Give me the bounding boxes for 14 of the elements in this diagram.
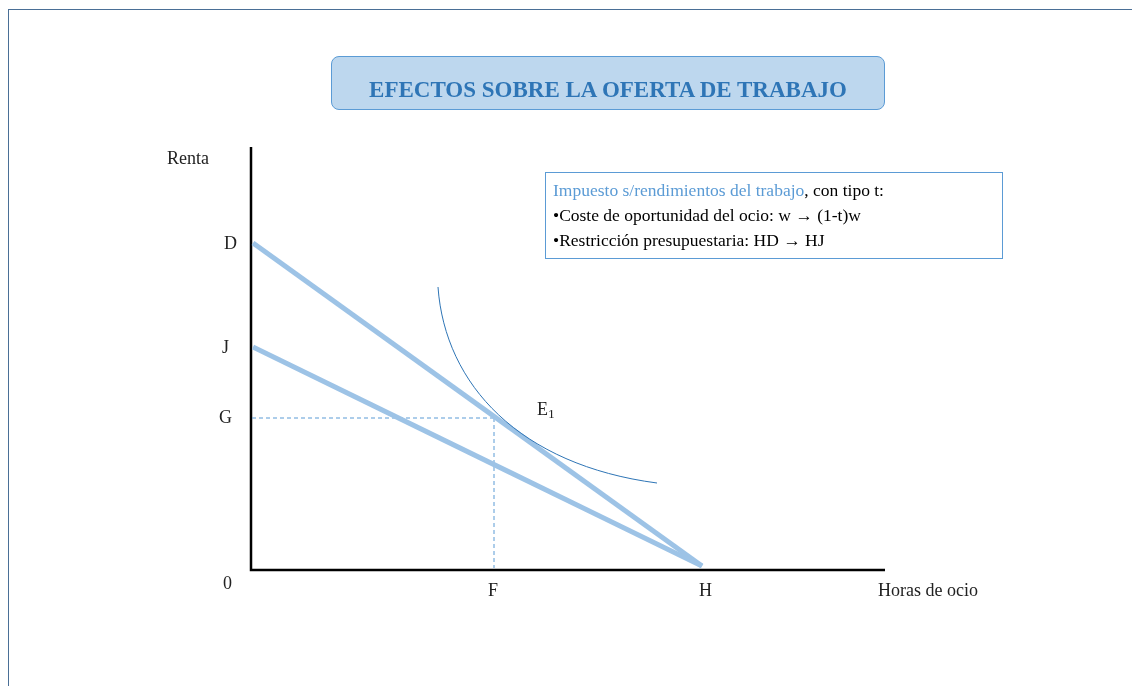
axis-label: E$_{1}$ xyxy=(537,398,555,420)
note-box xyxy=(545,172,1003,259)
axis-label: Horas de ocio xyxy=(878,579,978,601)
axis-label: 0 xyxy=(223,572,232,594)
axis-label: F xyxy=(488,579,498,601)
axis-label: Renta xyxy=(167,147,209,169)
axis-label: D xyxy=(224,232,237,254)
note-heading: Impuesto s/rendimientos del trabajo, con tipo t: xyxy=(553,179,885,202)
axis-label: G xyxy=(219,406,232,428)
title-banner: EFECTOS SOBRE LA OFERTA DE TRABAJO xyxy=(331,56,885,110)
bullet-text: •Coste de oportunidad del ocio: w → (1-t)w xyxy=(553,204,862,227)
axis-label: J xyxy=(222,336,229,358)
axis-label: H xyxy=(699,579,712,601)
bullet-text: •Restricción presupuestaria: HD → HJ xyxy=(553,229,826,252)
